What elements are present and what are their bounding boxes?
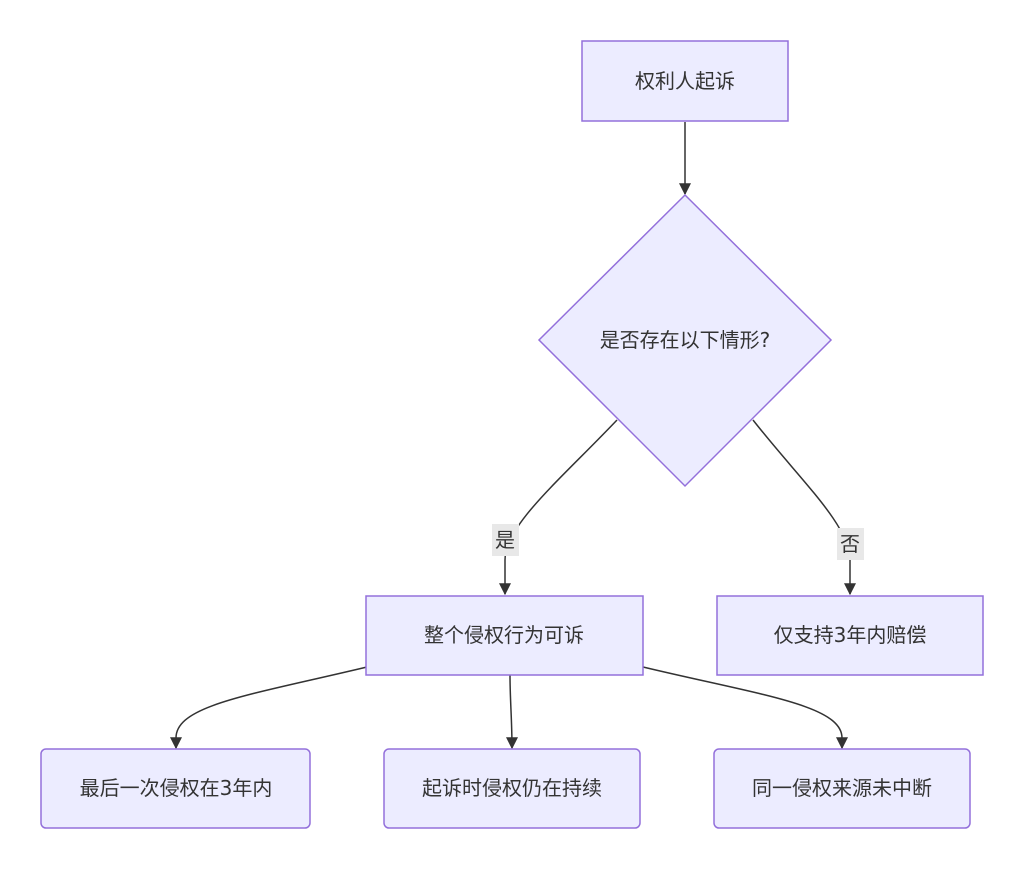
node-continuing-at-suit: 起诉时侵权仍在持续 (383, 748, 641, 829)
node-whole-infringement-label: 整个侵权行为可诉 (424, 623, 584, 647)
node-same-source-label: 同一侵权来源未中断 (752, 776, 932, 800)
node-decision: 是否存在以下情形? (537, 193, 833, 488)
node-continuing-at-suit-label: 起诉时侵权仍在持续 (422, 776, 602, 800)
edge-whole-to-continuing (505, 674, 518, 750)
edge-decision-to-whole (499, 419, 618, 596)
node-whole-infringement: 整个侵权行为可诉 (365, 595, 644, 676)
node-plaintiff-sues: 权利人起诉 (581, 40, 789, 122)
edge-label-no-text: 否 (840, 532, 860, 556)
node-same-source: 同一侵权来源未中断 (713, 748, 971, 829)
node-last-within-3y: 最后一次侵权在3年内 (40, 748, 311, 829)
node-plaintiff-sues-label: 权利人起诉 (635, 69, 735, 93)
edge-label-no: 否 (837, 528, 864, 560)
edge-label-yes-text: 是 (495, 528, 515, 552)
node-three-year-only: 仅支持3年内赔偿 (716, 595, 984, 676)
node-three-year-only-label: 仅支持3年内赔偿 (774, 623, 927, 647)
edge-whole-to-source (642, 666, 848, 750)
node-decision-label: 是否存在以下情形? (600, 328, 771, 352)
node-last-within-3y-label: 最后一次侵权在3年内 (80, 776, 273, 800)
edge-label-yes: 是 (492, 524, 519, 556)
edge-decision-to-3year (752, 419, 856, 596)
edge-whole-to-last (170, 666, 368, 750)
